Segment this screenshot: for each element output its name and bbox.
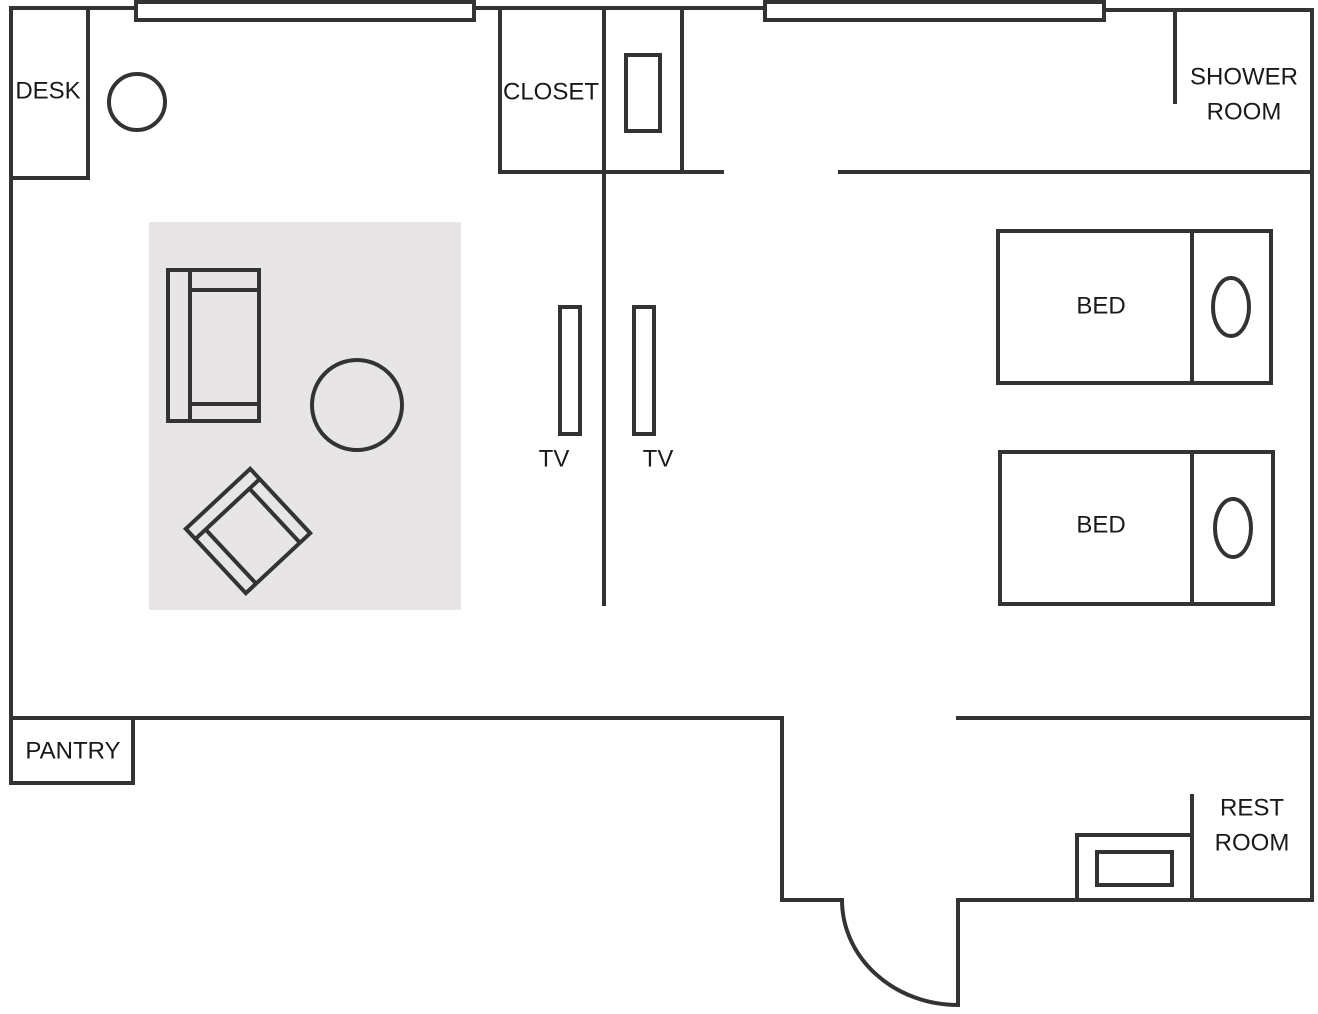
coffee-table [310, 358, 404, 452]
desk-chair [107, 72, 167, 132]
rest-room-label-line2: ROOM [1215, 829, 1290, 856]
closet: CLOSET [498, 6, 724, 174]
window-left [134, 0, 476, 22]
rest-room: REST ROOM [1075, 794, 1290, 902]
bed-top-label: BED [1076, 292, 1125, 319]
bed-top-pillow [1211, 276, 1251, 338]
rest-room-fixture-inner [1095, 850, 1174, 887]
tv-right-unit [632, 305, 656, 436]
bed-bottom: BED [998, 450, 1275, 606]
shower-room: SHOWER ROOM [838, 8, 1314, 174]
tv-right-label: TV [643, 445, 674, 472]
bed-bottom-pillow [1213, 497, 1253, 559]
sofa [166, 268, 261, 423]
closet-shelf [624, 53, 662, 133]
rest-room-fixture-outer [1075, 833, 1194, 902]
pantry: PANTRY [9, 716, 135, 785]
armchair [182, 465, 314, 597]
shower-room-label-line2: ROOM [1207, 98, 1282, 125]
door-swing-arc [840, 899, 959, 1007]
bed-top: BED [996, 229, 1273, 385]
bed-bottom-label: BED [1076, 511, 1125, 538]
closet-label: CLOSET [503, 78, 599, 105]
tv-left-unit [558, 305, 582, 436]
window-right [763, 0, 1106, 22]
entry-door[interactable] [840, 898, 960, 1007]
shower-room-label-line1: SHOWER [1190, 63, 1298, 90]
outer-walls [9, 6, 1314, 902]
pantry-label: PANTRY [25, 737, 120, 764]
windows [134, 0, 1106, 22]
rest-room-label-line1: REST [1220, 794, 1284, 821]
tv-right: TV [632, 305, 674, 472]
tv-left: TV [539, 305, 582, 472]
desk: DESK [9, 6, 167, 180]
rug [149, 222, 461, 610]
desk-label: DESK [15, 77, 80, 104]
tv-left-label: TV [539, 445, 570, 472]
